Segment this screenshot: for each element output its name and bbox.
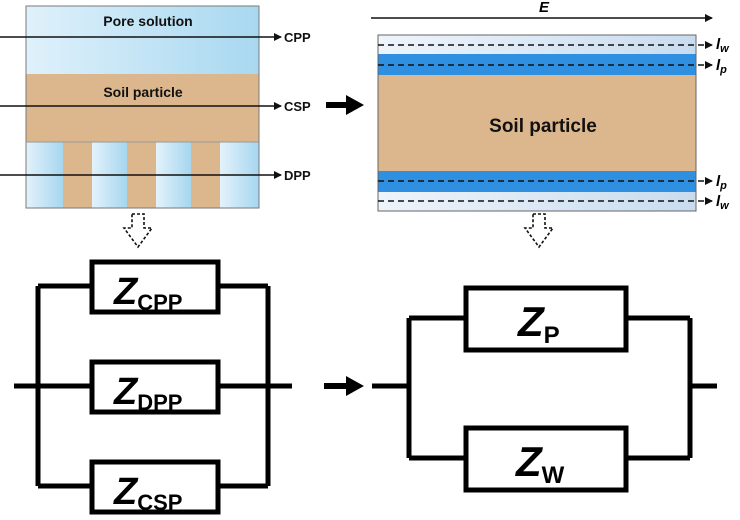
pore-solution-region (26, 6, 259, 74)
impedance-cpp-label: ZCPP (113, 271, 182, 315)
lw-bottom-label: lw (716, 193, 730, 212)
soil-particle-region (26, 74, 259, 142)
field-label: E (539, 0, 550, 16)
impedance-w-box (463, 425, 629, 493)
csp-label: CSP (284, 99, 311, 114)
right-down-arrow (523, 213, 555, 249)
water-layer-bottom-blue (378, 171, 696, 192)
lp-bottom-label: lp (716, 173, 727, 192)
right-equivalent-circuit (372, 285, 717, 493)
left-equivalent-circuit (14, 259, 292, 515)
layer-model-panel: E Soil particle lw lp lp lw (371, 0, 730, 212)
soil-particle-layer (378, 75, 696, 171)
impedance-w-label: ZW (515, 438, 565, 489)
soil-particle-label: Soil particle (103, 84, 183, 100)
water-layer-top-light (378, 35, 696, 54)
water-layer-bottom-light (378, 192, 696, 211)
lp-top-label: lp (716, 57, 727, 76)
bottom-transition-arrow (324, 376, 364, 396)
soil-particle-layer-label: Soil particle (489, 116, 597, 137)
cpp-label: CPP (284, 30, 311, 45)
impedance-cpp-box (89, 259, 221, 315)
impedance-dpp-box (89, 359, 221, 415)
impedance-p-label: ZP (517, 298, 560, 349)
dpp-label: DPP (284, 168, 311, 183)
pore-model-panel: Pore solution Soil particle CPP CSP DPP (0, 5, 311, 209)
impedance-dpp-label: ZDPP (113, 371, 182, 415)
top-transition-arrow (326, 95, 364, 115)
lw-top-label: lw (716, 36, 730, 55)
impedance-p-box (463, 285, 629, 353)
pore-solution-label: Pore solution (103, 13, 192, 29)
left-down-arrow (122, 213, 154, 249)
impedance-csp-box (89, 459, 221, 515)
impedance-csp-label: ZCSP (113, 471, 182, 515)
water-layer-top-blue (378, 54, 696, 75)
